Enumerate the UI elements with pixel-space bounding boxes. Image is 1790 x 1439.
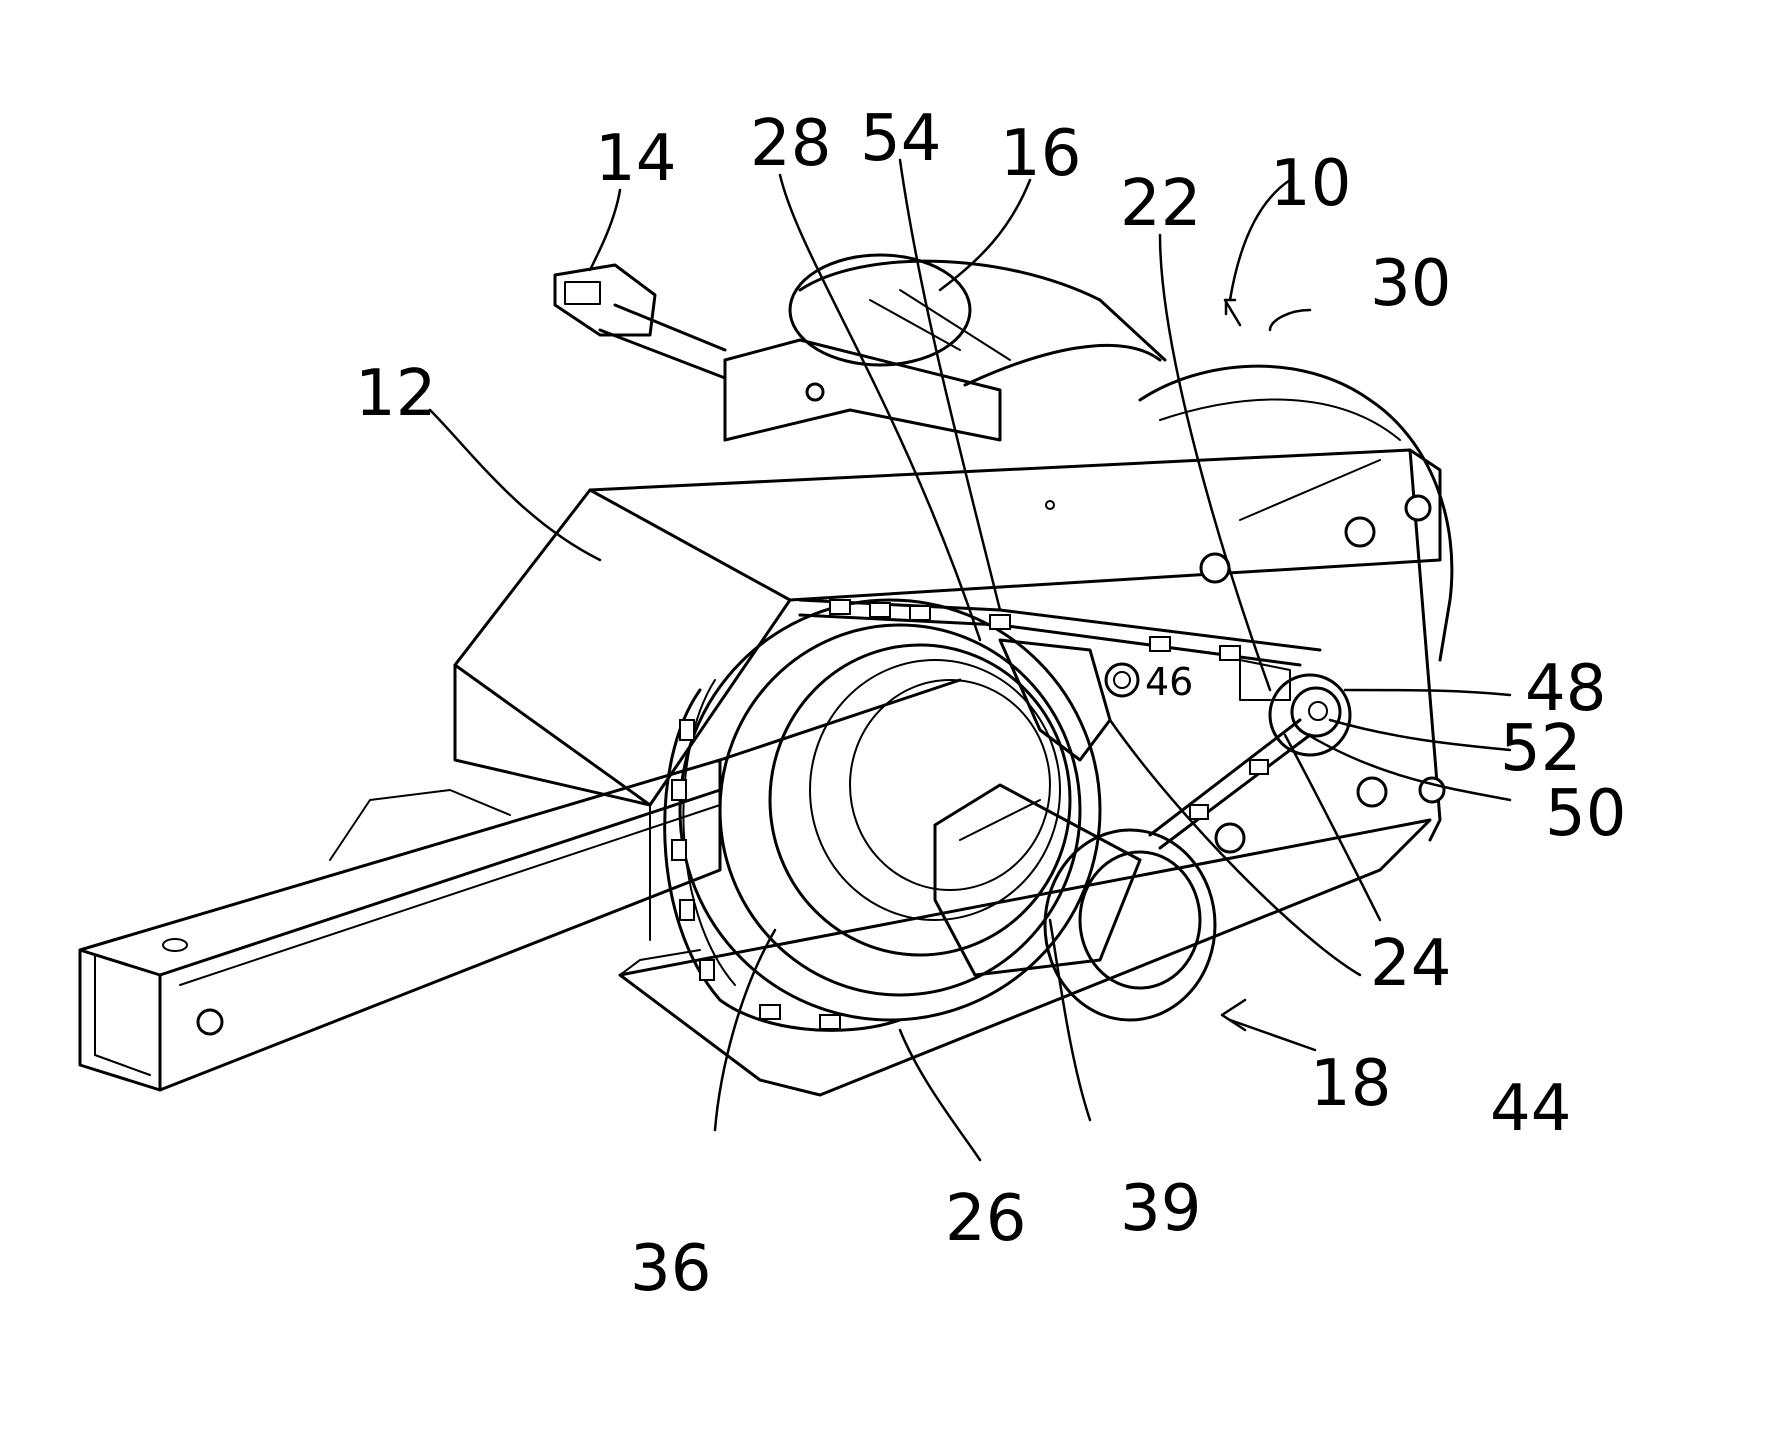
drive-sprocket: [680, 600, 1100, 1020]
housing: [455, 450, 1444, 940]
reference-numerals: 10 12 14 16 18 22 24 26 28 30 36 39 44 4…: [355, 102, 1626, 1306]
label-10: 10: [1270, 147, 1351, 221]
base-plate: [330, 790, 1430, 1095]
idler-sprocket: [1270, 675, 1350, 755]
axle-spindle: [935, 785, 1215, 1020]
label-14: 14: [595, 122, 676, 196]
label-36: 36: [630, 1232, 711, 1306]
label-18: 18: [1310, 1047, 1391, 1121]
electric-motor: [790, 255, 1165, 385]
label-16: 16: [1000, 117, 1081, 191]
label-46: 46: [1145, 660, 1193, 704]
label-12: 12: [355, 357, 436, 431]
label-54: 54: [860, 102, 941, 176]
label-39: 39: [1120, 1172, 1201, 1246]
label-22: 22: [1120, 167, 1201, 241]
motor-mount: [555, 265, 1000, 440]
label-24: 24: [1370, 927, 1451, 1001]
label-26: 26: [945, 1182, 1026, 1256]
label-52: 52: [1500, 712, 1581, 786]
label-50: 50: [1545, 777, 1626, 851]
label-30: 30: [1370, 247, 1451, 321]
label-44: 44: [1490, 1072, 1571, 1146]
label-28: 28: [750, 107, 831, 181]
